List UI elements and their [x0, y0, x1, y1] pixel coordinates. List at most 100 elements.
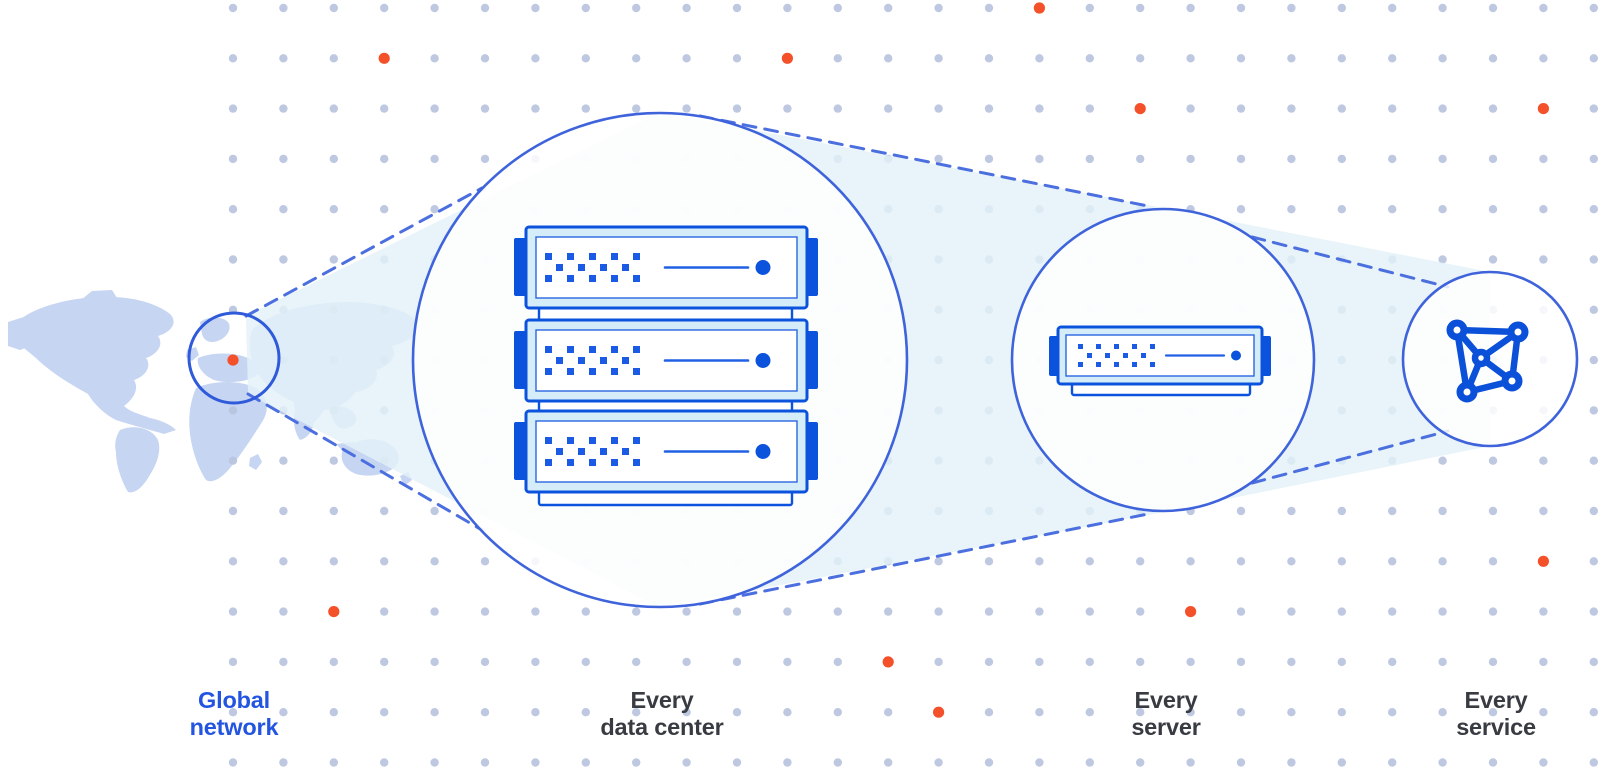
- grid-dot: [380, 708, 389, 717]
- grid-dot: [1337, 3, 1347, 13]
- mesh-node: [1456, 381, 1478, 403]
- grid-dot: [984, 154, 994, 164]
- grid-dot: [1388, 657, 1397, 667]
- grid-dot: [1085, 607, 1095, 616]
- pattern-square: [567, 437, 574, 444]
- pattern-square: [567, 346, 574, 353]
- map-north-america: [10, 296, 176, 434]
- pattern-square: [567, 459, 574, 466]
- grid-dot: [531, 3, 540, 13]
- grid-dot: [1589, 607, 1599, 616]
- pattern-square: [589, 437, 596, 444]
- accent-dot: [378, 52, 390, 64]
- grid-dot: [1539, 758, 1548, 767]
- grid-dot: [228, 557, 238, 566]
- grid-dot: [279, 154, 288, 164]
- grid-dot: [430, 506, 439, 516]
- grid-dot: [531, 607, 540, 616]
- grid-dot: [581, 104, 590, 113]
- grid-dot: [380, 154, 389, 164]
- pattern-square: [1105, 353, 1110, 358]
- grid-dot: [1438, 758, 1447, 767]
- pattern-square: [545, 437, 552, 444]
- accent-dot: [933, 706, 945, 718]
- grid-dot: [1488, 154, 1498, 164]
- grid-dot: [1035, 154, 1044, 164]
- grid-dot: [1236, 104, 1246, 113]
- grid-dot: [480, 557, 490, 566]
- grid-dot: [1035, 104, 1044, 113]
- grid-dot: [732, 607, 742, 616]
- grid-dot: [1488, 657, 1498, 667]
- grid-dot: [682, 758, 691, 767]
- grid-dot: [1337, 657, 1347, 667]
- grid-dot: [1136, 657, 1145, 667]
- grid-dot: [480, 708, 490, 717]
- grid-dot: [1035, 758, 1044, 767]
- grid-dot: [833, 104, 842, 113]
- grid-dot: [329, 154, 338, 164]
- grid-dot: [1438, 255, 1447, 264]
- grid-dot: [783, 708, 792, 717]
- grid-dot: [1488, 54, 1498, 63]
- grid-dot: [1186, 54, 1195, 63]
- grid-dot: [1085, 557, 1095, 566]
- grid-dot: [1287, 557, 1296, 566]
- grid-dot: [480, 607, 490, 616]
- pattern-square: [633, 275, 640, 282]
- grid-dot: [1438, 154, 1447, 164]
- grid-dot: [1488, 758, 1498, 767]
- grid-dot: [1388, 506, 1397, 516]
- pattern-square: [633, 368, 640, 375]
- grid-dot: [329, 506, 338, 516]
- grid-dot: [984, 607, 994, 616]
- grid-dot: [480, 3, 490, 13]
- accent-dot: [1134, 103, 1146, 115]
- label-line: service: [1456, 714, 1536, 740]
- pattern-square: [611, 346, 618, 353]
- grid-dot: [228, 205, 238, 214]
- grid-dot: [1539, 456, 1548, 465]
- grid-dot: [380, 104, 389, 113]
- grid-dot: [1539, 607, 1548, 616]
- server-led: [755, 260, 771, 275]
- grid-dot: [632, 758, 641, 767]
- pattern-square: [589, 368, 596, 375]
- grid-dot: [1539, 506, 1548, 516]
- accent-dot: [1033, 2, 1045, 14]
- grid-dot: [632, 104, 641, 113]
- pattern-square: [578, 357, 585, 364]
- grid-dot: [1136, 154, 1145, 164]
- rack-ear-left: [514, 422, 527, 480]
- grid-dot: [1236, 607, 1246, 616]
- grid-dot: [934, 557, 943, 566]
- dashed-line-upper-2: [698, 114, 1150, 208]
- grid-dot: [884, 104, 893, 113]
- grid-dot: [228, 3, 238, 13]
- pattern-square: [556, 264, 563, 271]
- grid-dot: [279, 557, 288, 566]
- label-line: data center: [600, 714, 724, 740]
- grid-dot: [329, 758, 338, 767]
- grid-dot: [1136, 54, 1145, 63]
- grid-dot: [1388, 104, 1397, 113]
- grid-dot: [1589, 506, 1599, 516]
- grid-dot: [1085, 758, 1095, 767]
- grid-dot: [380, 607, 389, 616]
- grid-dot: [1488, 104, 1498, 113]
- grid-dot: [884, 758, 893, 767]
- accent-dot: [1537, 103, 1549, 115]
- grid-dot: [632, 657, 641, 667]
- grid-dot: [884, 708, 893, 717]
- grid-dot: [1287, 657, 1296, 667]
- grid-dot: [1287, 154, 1296, 164]
- grid-dot: [1186, 557, 1195, 566]
- pattern-square: [556, 448, 563, 455]
- grid-dot: [1085, 657, 1095, 667]
- server-unit: [514, 409, 818, 494]
- grid-dot: [1337, 104, 1347, 113]
- pattern-square: [589, 459, 596, 466]
- map-focus-circle: [187, 311, 281, 405]
- grid-dot: [228, 758, 238, 767]
- pattern-square: [545, 275, 552, 282]
